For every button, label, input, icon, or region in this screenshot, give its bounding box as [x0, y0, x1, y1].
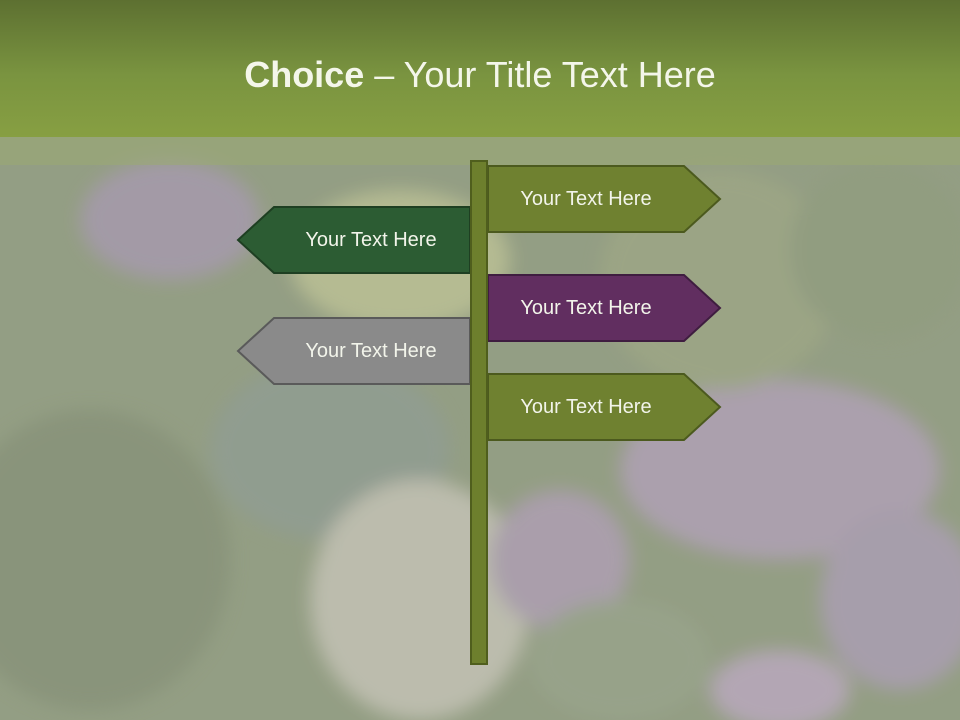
- slide-title: Choice – Your Title Text Here: [0, 52, 960, 98]
- signpost-arrow-left-2[interactable]: Your Text Here: [236, 316, 472, 386]
- title-bold: Choice: [244, 54, 365, 95]
- signpost-arrow-right-3[interactable]: Your Text Here: [486, 372, 722, 442]
- arrow-right-shape: [487, 165, 722, 233]
- arrow-right-shape: [487, 274, 722, 342]
- signpost-arrow-right-1[interactable]: Your Text Here: [486, 164, 722, 234]
- title-rest: – Your Title Text Here: [364, 54, 716, 95]
- title-bar: [0, 0, 960, 137]
- sign-label: Your Text Here: [520, 296, 652, 319]
- sign-label: Your Text Here: [520, 187, 652, 210]
- sign-label: Your Text Here: [305, 228, 437, 251]
- arrow-right-shape: [487, 373, 722, 441]
- signpost-arrow-left-1[interactable]: Your Text Here: [236, 205, 472, 275]
- signpost-arrow-right-2[interactable]: Your Text Here: [486, 273, 722, 343]
- signpost-pole: [470, 160, 488, 665]
- sign-label: Your Text Here: [520, 395, 652, 418]
- sign-label: Your Text Here: [305, 339, 437, 362]
